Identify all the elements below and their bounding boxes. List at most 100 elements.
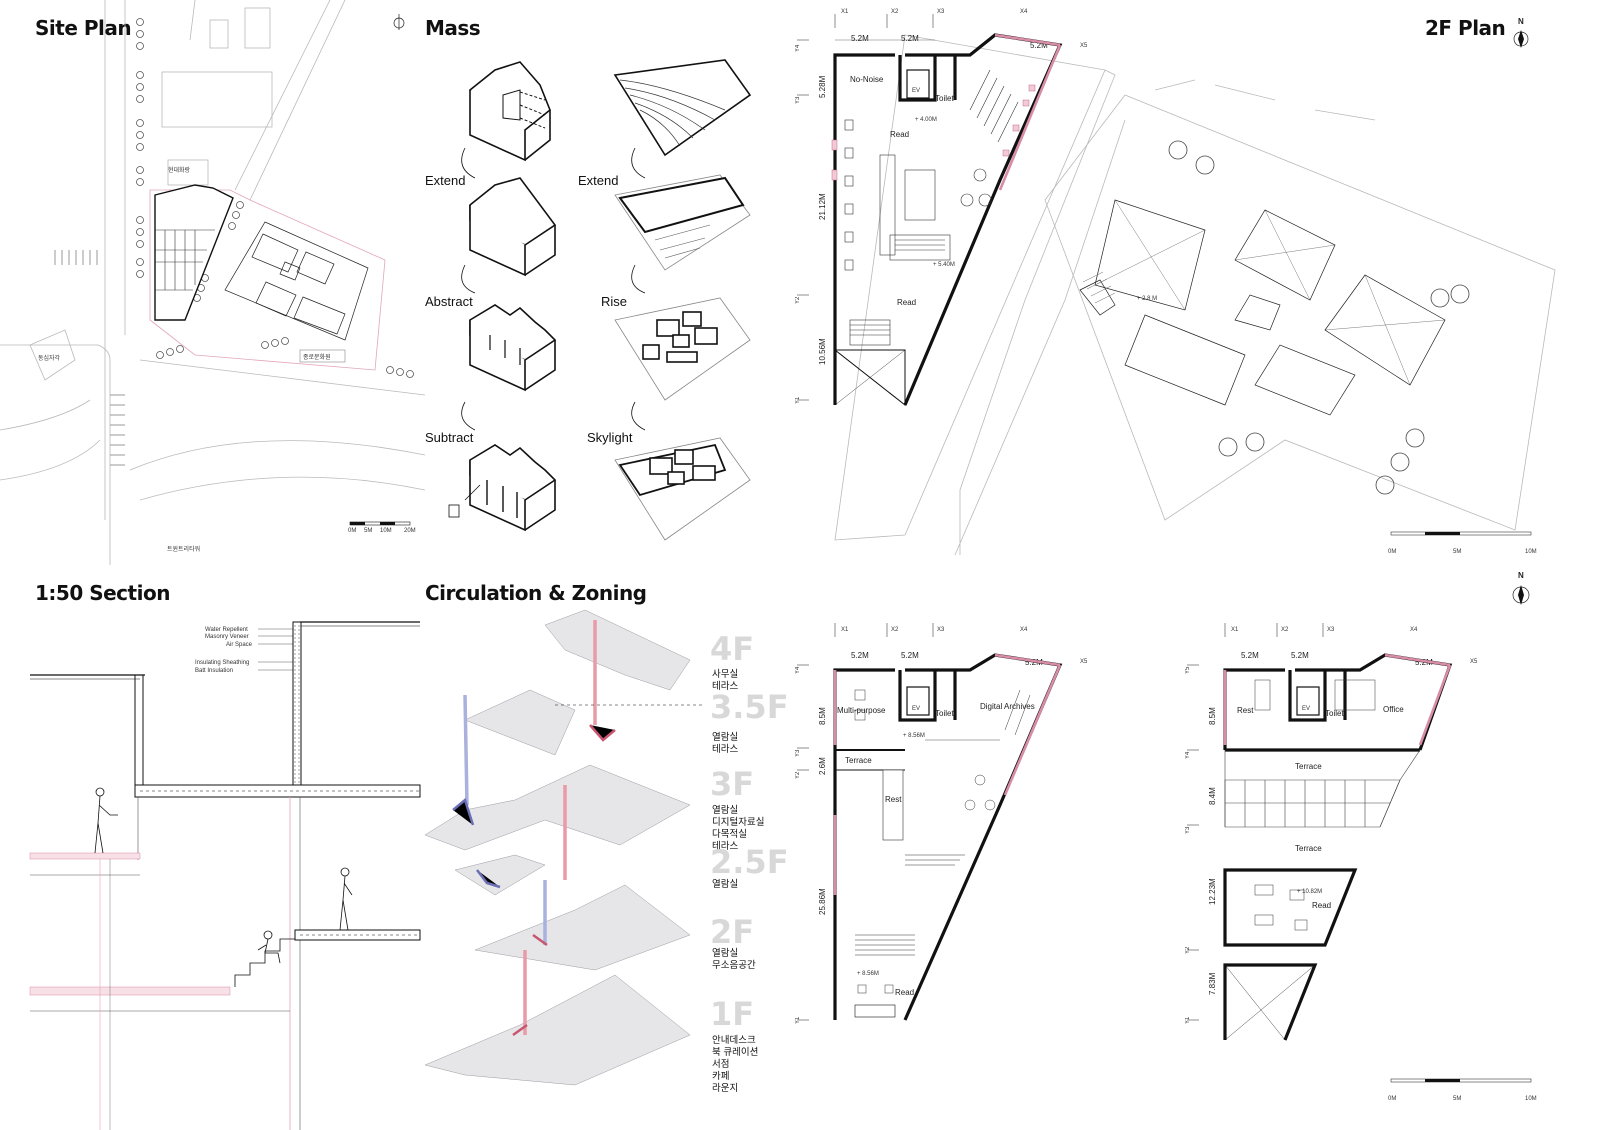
mass-right-3: [614, 297, 751, 401]
svg-text:Y1: Y1: [795, 396, 801, 404]
svg-text:열람실: 열람실: [712, 731, 738, 743]
svg-text:테라스: 테라스: [712, 681, 738, 692]
plan-2f-scale-bar: 0M 5M 10M: [1388, 531, 1537, 555]
crosswalks: [54, 250, 125, 466]
svg-text:Batt Insulation: Batt Insulation: [195, 668, 233, 674]
svg-text:3.5F: 3.5F: [710, 688, 789, 726]
site-building: [154, 184, 234, 321]
svg-text:3F: 3F: [710, 765, 754, 803]
svg-text:N: N: [1518, 571, 1524, 580]
svg-text:북 큐레이션: 북 큐레이션: [712, 1047, 758, 1058]
svg-text:X5: X5: [1080, 659, 1088, 665]
svg-text:X4: X4: [1020, 9, 1028, 15]
svg-text:열람실: 열람실: [712, 878, 738, 890]
svg-text:Y3: Y3: [1185, 826, 1191, 834]
room-terrace-3f: Terrace: [845, 756, 872, 765]
svg-text:X2: X2: [1281, 627, 1289, 633]
plan-3f-walls: [833, 653, 1063, 1021]
plan-3f-panel: X1 X2 X3 X4 X5 Y4 Y3 Y2 Y1 5.2M 5.2M 5.2…: [795, 565, 1185, 1130]
svg-text:5M: 5M: [1453, 1096, 1461, 1102]
stair-steps: [1082, 271, 1116, 304]
mass-arrows-left: [461, 147, 476, 431]
svg-text:N: N: [1518, 17, 1524, 26]
room-toilet-3f: Toilet: [935, 709, 954, 718]
svg-text:X1: X1: [1231, 627, 1239, 633]
svg-text:무소음공간: 무소음공간: [712, 960, 756, 971]
svg-text:안내데스크: 안내데스크: [712, 1035, 756, 1046]
svg-text:X1: X1: [841, 627, 849, 633]
svg-text:2.5F: 2.5F: [710, 843, 789, 881]
plan-2f-windows: [831, 84, 1036, 181]
stair-marks-blue: [452, 797, 501, 889]
svg-text:Y3: Y3: [795, 749, 801, 757]
svg-text:Y5: Y5: [1185, 666, 1191, 674]
mass-right-4: [614, 437, 751, 541]
plan-2f-panel: 2F Plan N: [795, 0, 1600, 565]
svg-text:Water Repellent: Water Repellent: [205, 627, 248, 633]
room-toilet-4f: Toilet: [1325, 709, 1344, 718]
plan-2f-drawing: N: [795, 9, 1556, 556]
svg-text:5M: 5M: [364, 528, 372, 534]
zoning-4f: 4F 사무실 테라스: [710, 630, 754, 692]
svg-text:10.56M: 10.56M: [818, 338, 827, 365]
mass-arrows-right: [631, 147, 646, 431]
svg-text:8.5M: 8.5M: [1208, 707, 1217, 725]
svg-text:8.4M: 8.4M: [1208, 787, 1217, 805]
mass-step-extend-left: Extend: [425, 173, 465, 188]
room-rest-4f: Rest: [1237, 706, 1254, 715]
svg-text:10M: 10M: [1525, 549, 1537, 555]
room-digital-archives: Digital Archives: [980, 702, 1035, 711]
floor-plate-2-5f: [454, 854, 546, 896]
svg-text:EV: EV: [912, 706, 920, 712]
neighbour-buildings: [29, 7, 273, 381]
svg-text:+ 10.82M: + 10.82M: [1297, 889, 1322, 895]
svg-text:Masonry Veneer: Masonry Veneer: [205, 634, 249, 640]
svg-text:X4: X4: [1410, 627, 1418, 633]
floor-plate-3f: [425, 764, 691, 851]
svg-text:Y2: Y2: [795, 771, 801, 779]
svg-text:Y1: Y1: [1185, 1016, 1191, 1024]
zoning-2f: 2F 열람실 무소음공간: [710, 913, 756, 971]
svg-text:0M: 0M: [1388, 1096, 1396, 1102]
circulation-diagram: 4F 사무실 테라스 3.5F 열람실 테라스 3F 열람실 디지털자료실 다목…: [425, 609, 789, 1094]
svg-text:5M: 5M: [1453, 549, 1461, 555]
svg-text:8.5M: 8.5M: [818, 707, 827, 725]
elevator-label: EV: [912, 88, 920, 94]
room-rest-3f: Rest: [885, 795, 902, 804]
plan-4f-walls: [1223, 653, 1453, 1041]
svg-text:열람실: 열람실: [712, 804, 738, 816]
svg-text:Y4: Y4: [795, 44, 801, 52]
svg-text:4F: 4F: [710, 630, 754, 668]
circulation-panel: Circulation & Zoning 4F: [425, 565, 795, 1130]
mass-step-rise: Rise: [601, 294, 627, 309]
floor-plate-4f: [544, 609, 691, 691]
svg-text:X3: X3: [937, 627, 945, 633]
plan-4f-scale-bar: 0M 5M 10M: [1388, 1078, 1537, 1102]
plan-3f-drawing: X1 X2 X3 X4 X5 Y4 Y3 Y2 Y1 5.2M 5.2M 5.2…: [795, 623, 1088, 1024]
svg-text:+ 8.56M: + 8.56M: [857, 971, 879, 977]
plan-4f-panel: N X1 X2 X3 X4 X5 Y5 Y4 Y3 Y2 Y1 5.2M 5.2…: [1185, 565, 1600, 1130]
level-mark-2: + 5.40M: [933, 262, 955, 268]
svg-text:열람실: 열람실: [712, 947, 738, 959]
room-terrace-4f-upper: Terrace: [1295, 762, 1322, 771]
plan-2f-furniture: [844, 69, 1019, 346]
section-annotations: Water Repellent Masonry Veneer Air Space…: [195, 627, 296, 674]
zoning-3-5f: 3.5F 열람실 테라스: [710, 688, 789, 755]
mass-left-2: [469, 177, 557, 277]
room-multi-purpose: Multi-purpose: [837, 706, 886, 715]
mass-left-1: [469, 61, 551, 162]
svg-text:디지털자료실: 디지털자료실: [712, 816, 764, 828]
site-scale-bar: 0M 5M 10M 20M: [348, 521, 416, 534]
svg-text:Y4: Y4: [795, 666, 801, 674]
svg-text:2F: 2F: [710, 913, 754, 951]
mass-left-4: [448, 444, 557, 532]
svg-text:25.86M: 25.86M: [818, 888, 827, 915]
plan-2f-walls: [833, 33, 1063, 407]
site-label-dongsipjagak: 동십자각: [38, 354, 61, 362]
svg-text:Y3: Y3: [795, 96, 801, 104]
svg-text:5.2M: 5.2M: [851, 651, 869, 660]
svg-text:다목적실: 다목적실: [712, 828, 747, 840]
tree-dots: [136, 18, 414, 378]
plan-2f-grid: [797, 14, 935, 401]
circulation-title: Circulation & Zoning: [425, 581, 647, 605]
